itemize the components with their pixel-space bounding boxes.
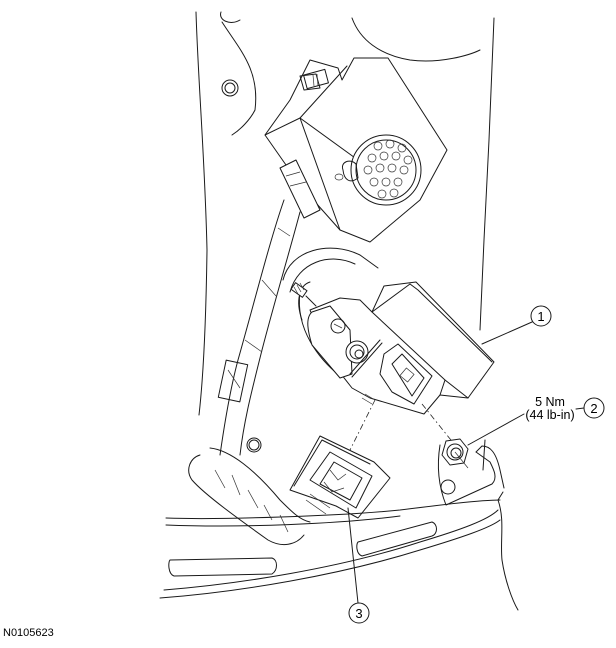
callout-3: 3 [347,507,370,624]
callout-2-number: 2 [590,401,597,416]
callout-2: 2 [467,397,605,446]
callout-1: 1 [481,305,552,345]
module [307,281,495,415]
callout-3-number: 3 [355,606,362,621]
figure-id: N0105623 [3,627,54,639]
lower-trim-panel [159,437,519,611]
connector-pins [363,139,413,199]
wiring-harness [188,199,311,546]
nut [441,438,469,469]
callout-1-number: 1 [537,309,544,324]
torque-spec: 5 Nm (44 lb-in) [518,396,582,422]
electrical-connector [289,435,391,519]
pillar-outline [195,11,495,471]
upper-module [264,57,448,243]
torque-spec-imperial: (44 lb-in) [525,408,575,422]
torque-spec-metric: 5 Nm [535,395,565,409]
